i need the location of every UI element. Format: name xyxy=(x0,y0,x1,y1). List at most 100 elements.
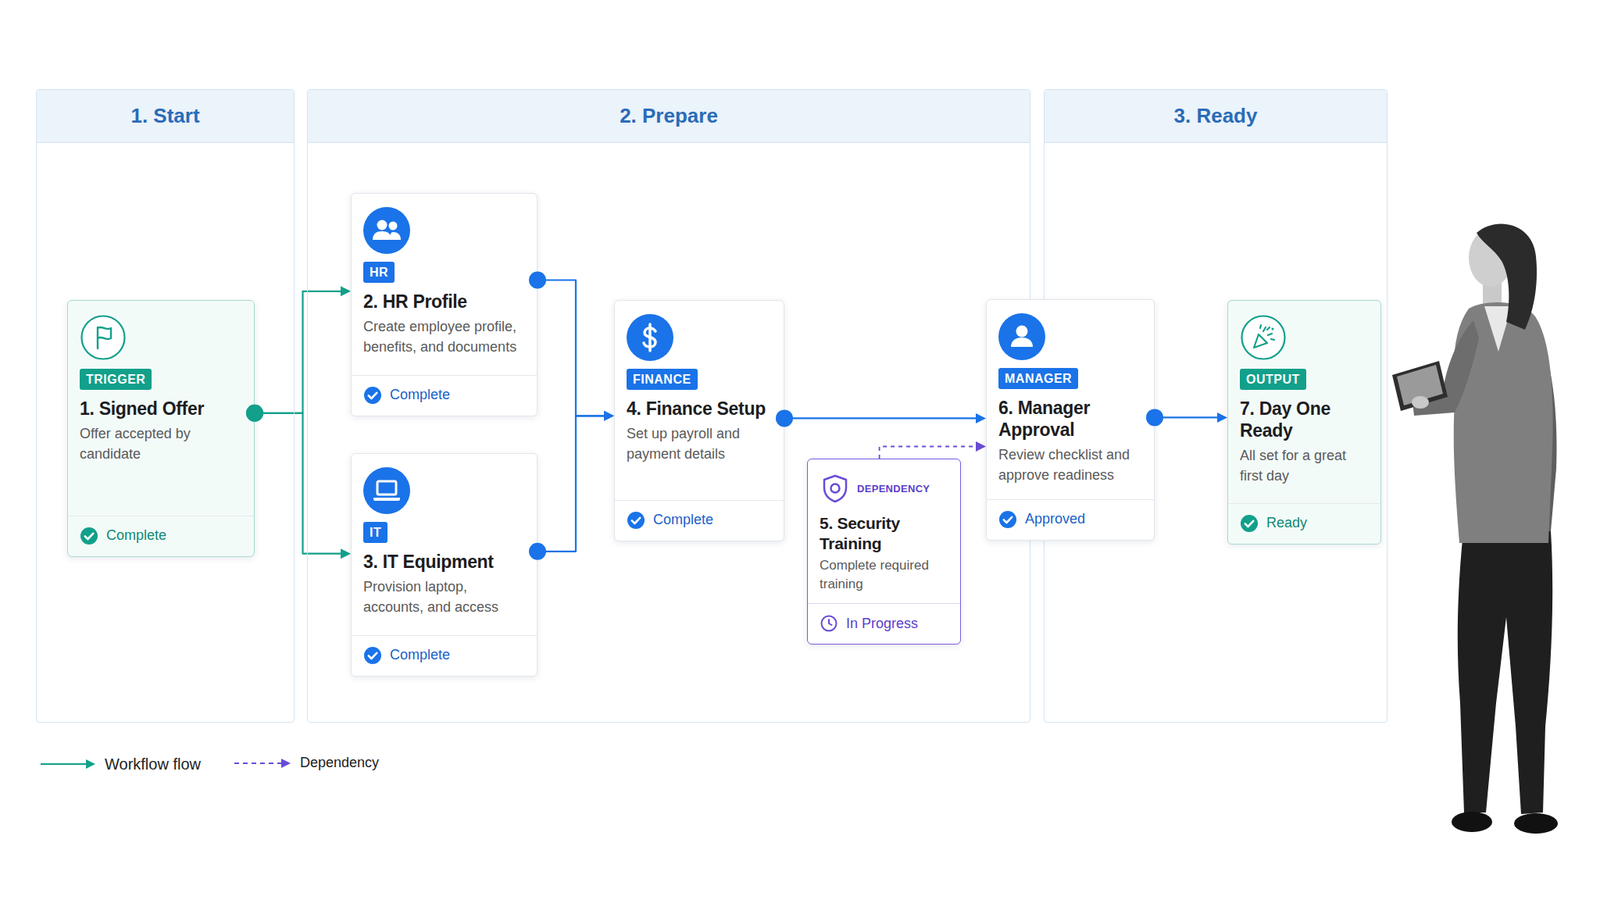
check-icon xyxy=(626,510,646,530)
check-icon-part xyxy=(1245,521,1254,527)
status-text: Complete xyxy=(389,386,450,404)
step-description: Complete required training xyxy=(819,556,949,594)
party-icon-part xyxy=(1260,325,1275,340)
check-icon xyxy=(1239,514,1259,533)
step-description: All set for a great first day xyxy=(1239,446,1369,486)
people-icon-part xyxy=(372,231,392,240)
status-text: Complete xyxy=(106,527,167,545)
dollar-icon xyxy=(626,314,674,361)
legend-line xyxy=(40,763,88,765)
dependency-connector xyxy=(879,441,986,459)
process-card: OUTPUT7. Day One ReadyAll set for a grea… xyxy=(1227,300,1382,545)
flow-connector xyxy=(784,413,986,424)
role-badge: MANAGER xyxy=(998,367,1079,390)
flag-icon-part xyxy=(82,316,125,360)
step-description: Offer accepted by candidate xyxy=(79,424,243,465)
step-description: Create employee profile, benefits, and d… xyxy=(363,317,525,358)
shield-icon-part xyxy=(831,484,840,493)
process-card: HR 2. HR ProfileCreate employee profile, … xyxy=(350,192,538,417)
swimlane-band: 2. PrepareHR 2. HR ProfileCreate employee… xyxy=(307,89,1031,723)
check-icon-part xyxy=(80,527,98,545)
person-figure xyxy=(1392,223,1558,834)
people-icon-part xyxy=(389,221,398,231)
check-icon-part xyxy=(85,533,93,540)
shield-icon xyxy=(819,472,851,504)
check-icon-part xyxy=(368,653,377,659)
legend-line-sample xyxy=(234,757,291,770)
legend-entry: Workflow flow xyxy=(40,754,201,774)
connector-line xyxy=(254,291,343,414)
step-description: Set up payroll and payment details xyxy=(626,424,772,465)
clock-icon xyxy=(819,614,839,633)
check-icon-part xyxy=(1003,517,1012,523)
people-icon-part xyxy=(363,207,411,254)
arrowhead xyxy=(975,413,986,424)
status-row: Complete xyxy=(351,375,537,416)
party-icon-part xyxy=(1271,327,1274,330)
band-header: 3. Ready xyxy=(1044,89,1387,143)
card-icon-row xyxy=(1239,314,1287,361)
role-badge: HR xyxy=(363,261,395,283)
card-icon-row xyxy=(998,313,1046,361)
check-icon-part xyxy=(627,511,645,529)
connector-line xyxy=(254,413,343,554)
dollar-icon-part xyxy=(626,314,674,361)
status-text: In Progress xyxy=(846,615,918,633)
process-card: MANAGER6. Manager ApprovalReview checkli… xyxy=(985,299,1155,541)
role-badge: IT xyxy=(363,521,388,543)
process-card: TRIGGER1. Signed OfferOffer accepted by … xyxy=(67,300,255,558)
arrowhead xyxy=(975,441,986,452)
hair xyxy=(1476,223,1537,330)
process-card: IT3. IT EquipmentProvision laptop, accou… xyxy=(350,453,538,677)
card-icon-row: DEPENDENCY xyxy=(819,472,930,504)
legend-arrowhead xyxy=(281,758,291,768)
check-icon-part xyxy=(364,386,382,404)
dependency-card: DEPENDENCY5. Security TrainingComplete r… xyxy=(807,458,961,645)
blazer-lapel xyxy=(1484,306,1512,352)
step-title: 3. IT Equipment xyxy=(363,550,494,573)
people-icon xyxy=(363,207,411,254)
party-icon xyxy=(1239,314,1287,361)
check-icon xyxy=(998,510,1018,529)
role-badge: FINANCE xyxy=(626,368,698,390)
pants xyxy=(1457,531,1553,815)
step-title: 2. HR Profile xyxy=(363,290,468,313)
card-icon-row xyxy=(79,314,127,361)
flow-connector xyxy=(537,280,615,422)
legend-label: Dependency xyxy=(300,754,379,772)
arrowhead xyxy=(1217,412,1228,423)
status-row: Complete xyxy=(67,515,254,557)
status-text: Ready xyxy=(1266,514,1308,533)
band-header: 2. Prepare xyxy=(307,89,1030,143)
card-content: HR 2. HR ProfileCreate employee profile, … xyxy=(351,193,537,367)
dollar-icon-part xyxy=(648,324,652,351)
laptop-icon-part xyxy=(377,481,397,495)
legend-arrowhead xyxy=(85,759,96,769)
arrowhead xyxy=(340,285,351,297)
legend-line-sample xyxy=(40,757,96,771)
check-icon xyxy=(363,646,383,665)
band-header: 1. Start xyxy=(36,89,294,143)
step-title: 4. Finance Setup xyxy=(626,397,766,420)
party-icon-part xyxy=(1242,316,1286,360)
laptop-icon xyxy=(363,467,411,515)
clock-icon-part xyxy=(821,616,837,632)
card-content: MANAGER6. Manager ApprovalReview checkli… xyxy=(986,300,1154,495)
arrowhead xyxy=(603,410,615,422)
status-row: Complete xyxy=(351,635,537,676)
connector-line xyxy=(537,415,607,552)
status-text: Approved xyxy=(1025,510,1086,529)
person-icon-part xyxy=(998,313,1046,361)
connector-line xyxy=(879,446,979,460)
status-text: Complete xyxy=(389,646,450,665)
check-icon-part xyxy=(368,392,377,399)
person-icon xyxy=(998,313,1046,361)
step-title: 6. Manager Approval xyxy=(998,396,1143,441)
step-title: 7. Day One Ready xyxy=(1239,397,1369,442)
party-icon-part xyxy=(1253,334,1268,348)
check-icon-part xyxy=(364,646,382,665)
status-text: Complete xyxy=(653,511,714,529)
check-icon-part xyxy=(1240,514,1258,533)
connector-line xyxy=(537,280,607,417)
connector-line xyxy=(1154,416,1220,418)
